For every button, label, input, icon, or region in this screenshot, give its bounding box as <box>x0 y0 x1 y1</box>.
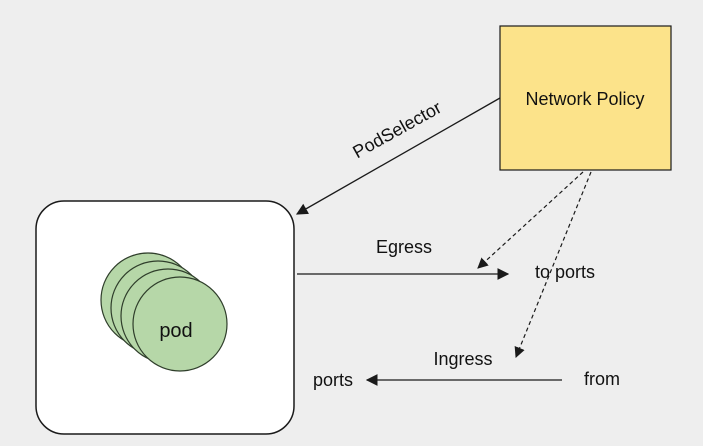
pod-circle-front <box>132 276 228 372</box>
pod-selector-arrow <box>295 97 501 215</box>
pod-stack: pod <box>100 252 228 372</box>
pod-label: pod <box>159 320 192 342</box>
from-label: from <box>584 369 620 389</box>
policy-to-egress-dashed-arrow <box>477 171 584 269</box>
to-ports-label: to ports <box>535 262 595 282</box>
ingress-label: Ingress <box>433 349 492 369</box>
policy-to-ingress-dashed-arrow <box>514 171 592 359</box>
ports-label: ports <box>313 370 353 390</box>
egress-label: Egress <box>376 237 432 257</box>
network-policy-label: Network Policy <box>525 89 644 109</box>
